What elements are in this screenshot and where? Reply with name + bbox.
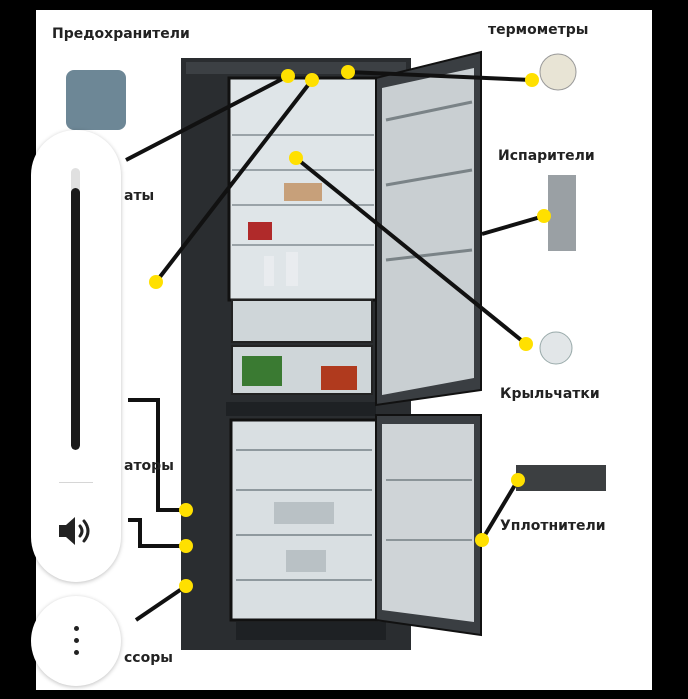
volume-slider-fill [71,187,80,450]
label-thermometers: термометры [488,22,589,38]
volume-panel [31,130,121,582]
label-compressors: ссоры [124,650,173,666]
more-vert-icon [74,626,79,631]
more-options-button[interactable] [31,596,121,686]
speaker-volume-icon[interactable] [55,512,99,550]
refrigerator-illustration [66,50,606,650]
volume-divider [59,482,93,483]
refrigerator-diagram-photo: Предохранители термометры Испарители аты… [36,10,652,690]
label-evaporators: Испарители [498,148,595,164]
more-vert-icon-dot [74,650,79,655]
label-sensors: аторы [124,458,174,474]
label-seals: Уплотнители [500,518,606,534]
label-fans: Крыльчатки [500,386,600,402]
more-vert-icon-dot [74,638,79,643]
label-relays: аты [124,188,155,204]
label-fuses: Предохранители [52,26,190,42]
volume-slider[interactable] [71,168,80,450]
